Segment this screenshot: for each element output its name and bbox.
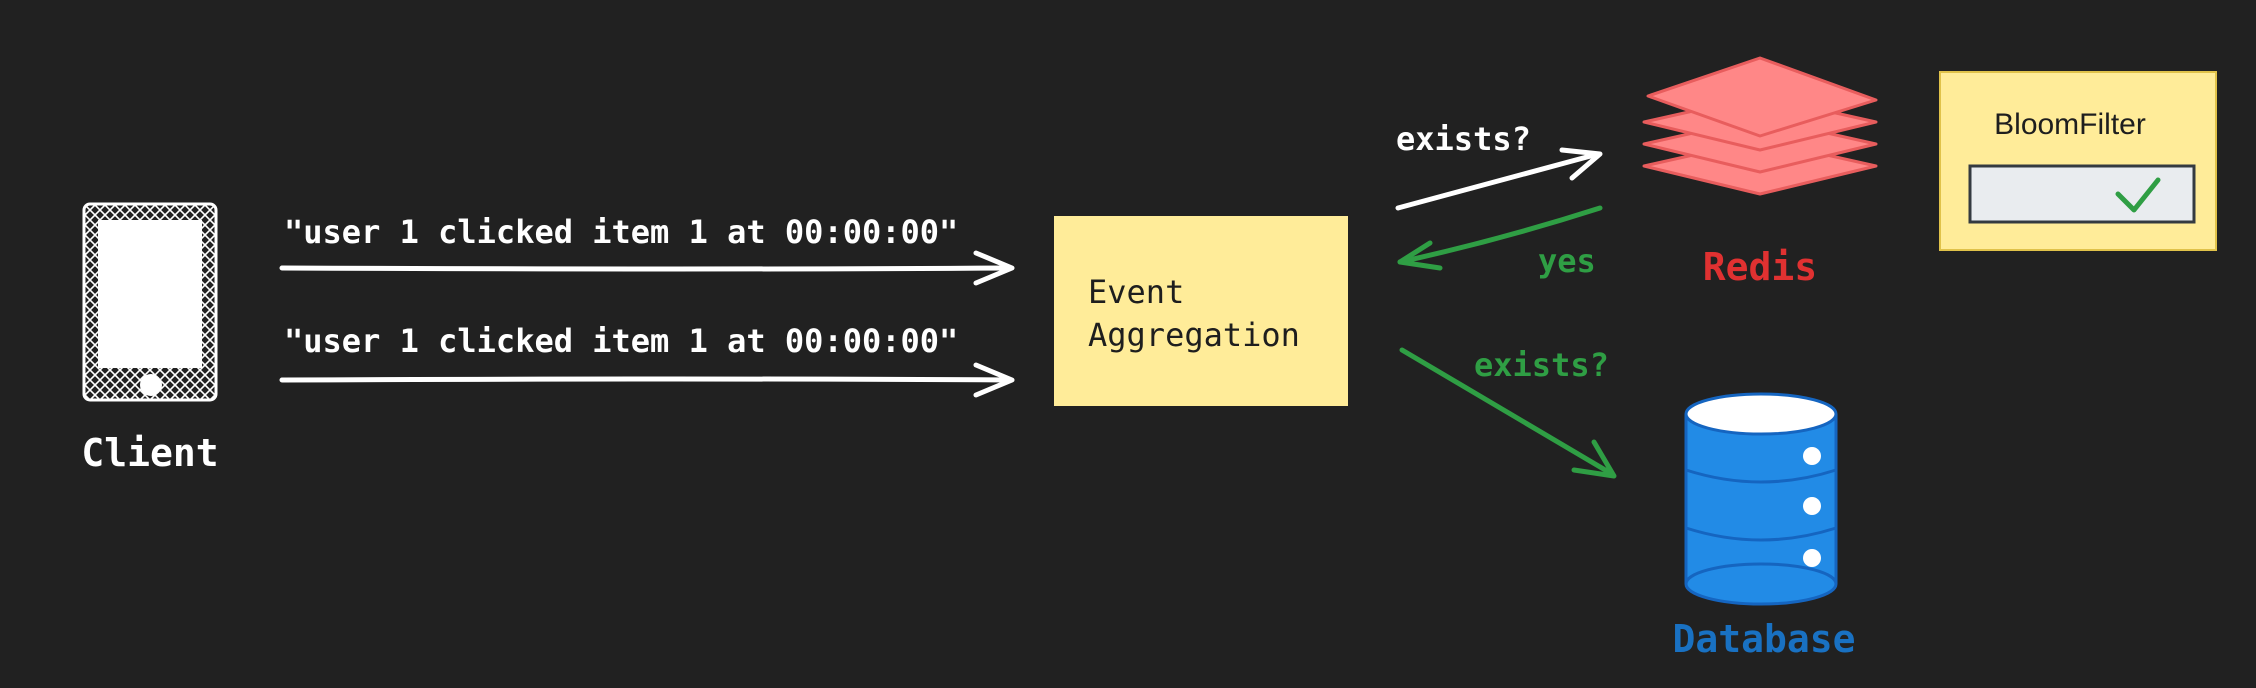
bloom-filter-field (1968, 164, 2196, 224)
client-node: Client (81, 202, 219, 475)
redis-reply-edge: yes (1397, 205, 1603, 280)
event-1-arrow (279, 265, 1013, 272)
event-1-arrowhead (973, 250, 1015, 286)
event-aggregation-node: Event Aggregation (1054, 216, 1348, 406)
redis-stack-icon (1642, 56, 1878, 196)
check-redis-edge: exists? (1395, 120, 1603, 211)
redis-reply-label: yes (1538, 242, 1596, 280)
check-redis-arrow (1395, 151, 1601, 211)
client-label: Client (81, 431, 218, 475)
check-database-label: exists? (1474, 346, 1609, 384)
check-database-edge: exists? (1399, 346, 1617, 479)
database-cylinder-icon (1684, 392, 1838, 606)
redis-label: Redis (1703, 245, 1817, 289)
check-redis-arrowhead (1559, 147, 1603, 181)
bloom-filter-node: BloomFilter (1939, 71, 2217, 251)
event-edge-2: "user 1 clicked item 1 at 00:00:00" (279, 322, 1015, 398)
check-redis-label: exists? (1396, 120, 1531, 158)
event-1-label: "user 1 clicked item 1 at 00:00:00" (284, 213, 958, 251)
database-node: Database (1672, 392, 1856, 661)
checkmark-icon (2115, 177, 2161, 213)
bloom-filter-label: BloomFilter (1994, 108, 2146, 141)
event-aggregation-label-line2: Aggregation (1088, 316, 1300, 354)
event-2-arrow (279, 376, 1013, 383)
phone-icon (82, 202, 218, 402)
check-database-arrowhead (1571, 439, 1617, 479)
event-2-arrowhead (973, 362, 1015, 398)
check-database-arrow (1399, 347, 1615, 477)
event-edge-1: "user 1 clicked item 1 at 00:00:00" (279, 213, 1015, 286)
event-2-label: "user 1 clicked item 1 at 00:00:00" (284, 322, 958, 360)
event-aggregation-label-line1: Event (1088, 273, 1184, 311)
redis-reply-arrow (1397, 205, 1603, 265)
event-aggregation-box (1054, 216, 1348, 406)
database-label: Database (1672, 617, 1855, 661)
redis-reply-arrowhead (1397, 240, 1443, 271)
redis-node: Redis (1642, 56, 1878, 289)
